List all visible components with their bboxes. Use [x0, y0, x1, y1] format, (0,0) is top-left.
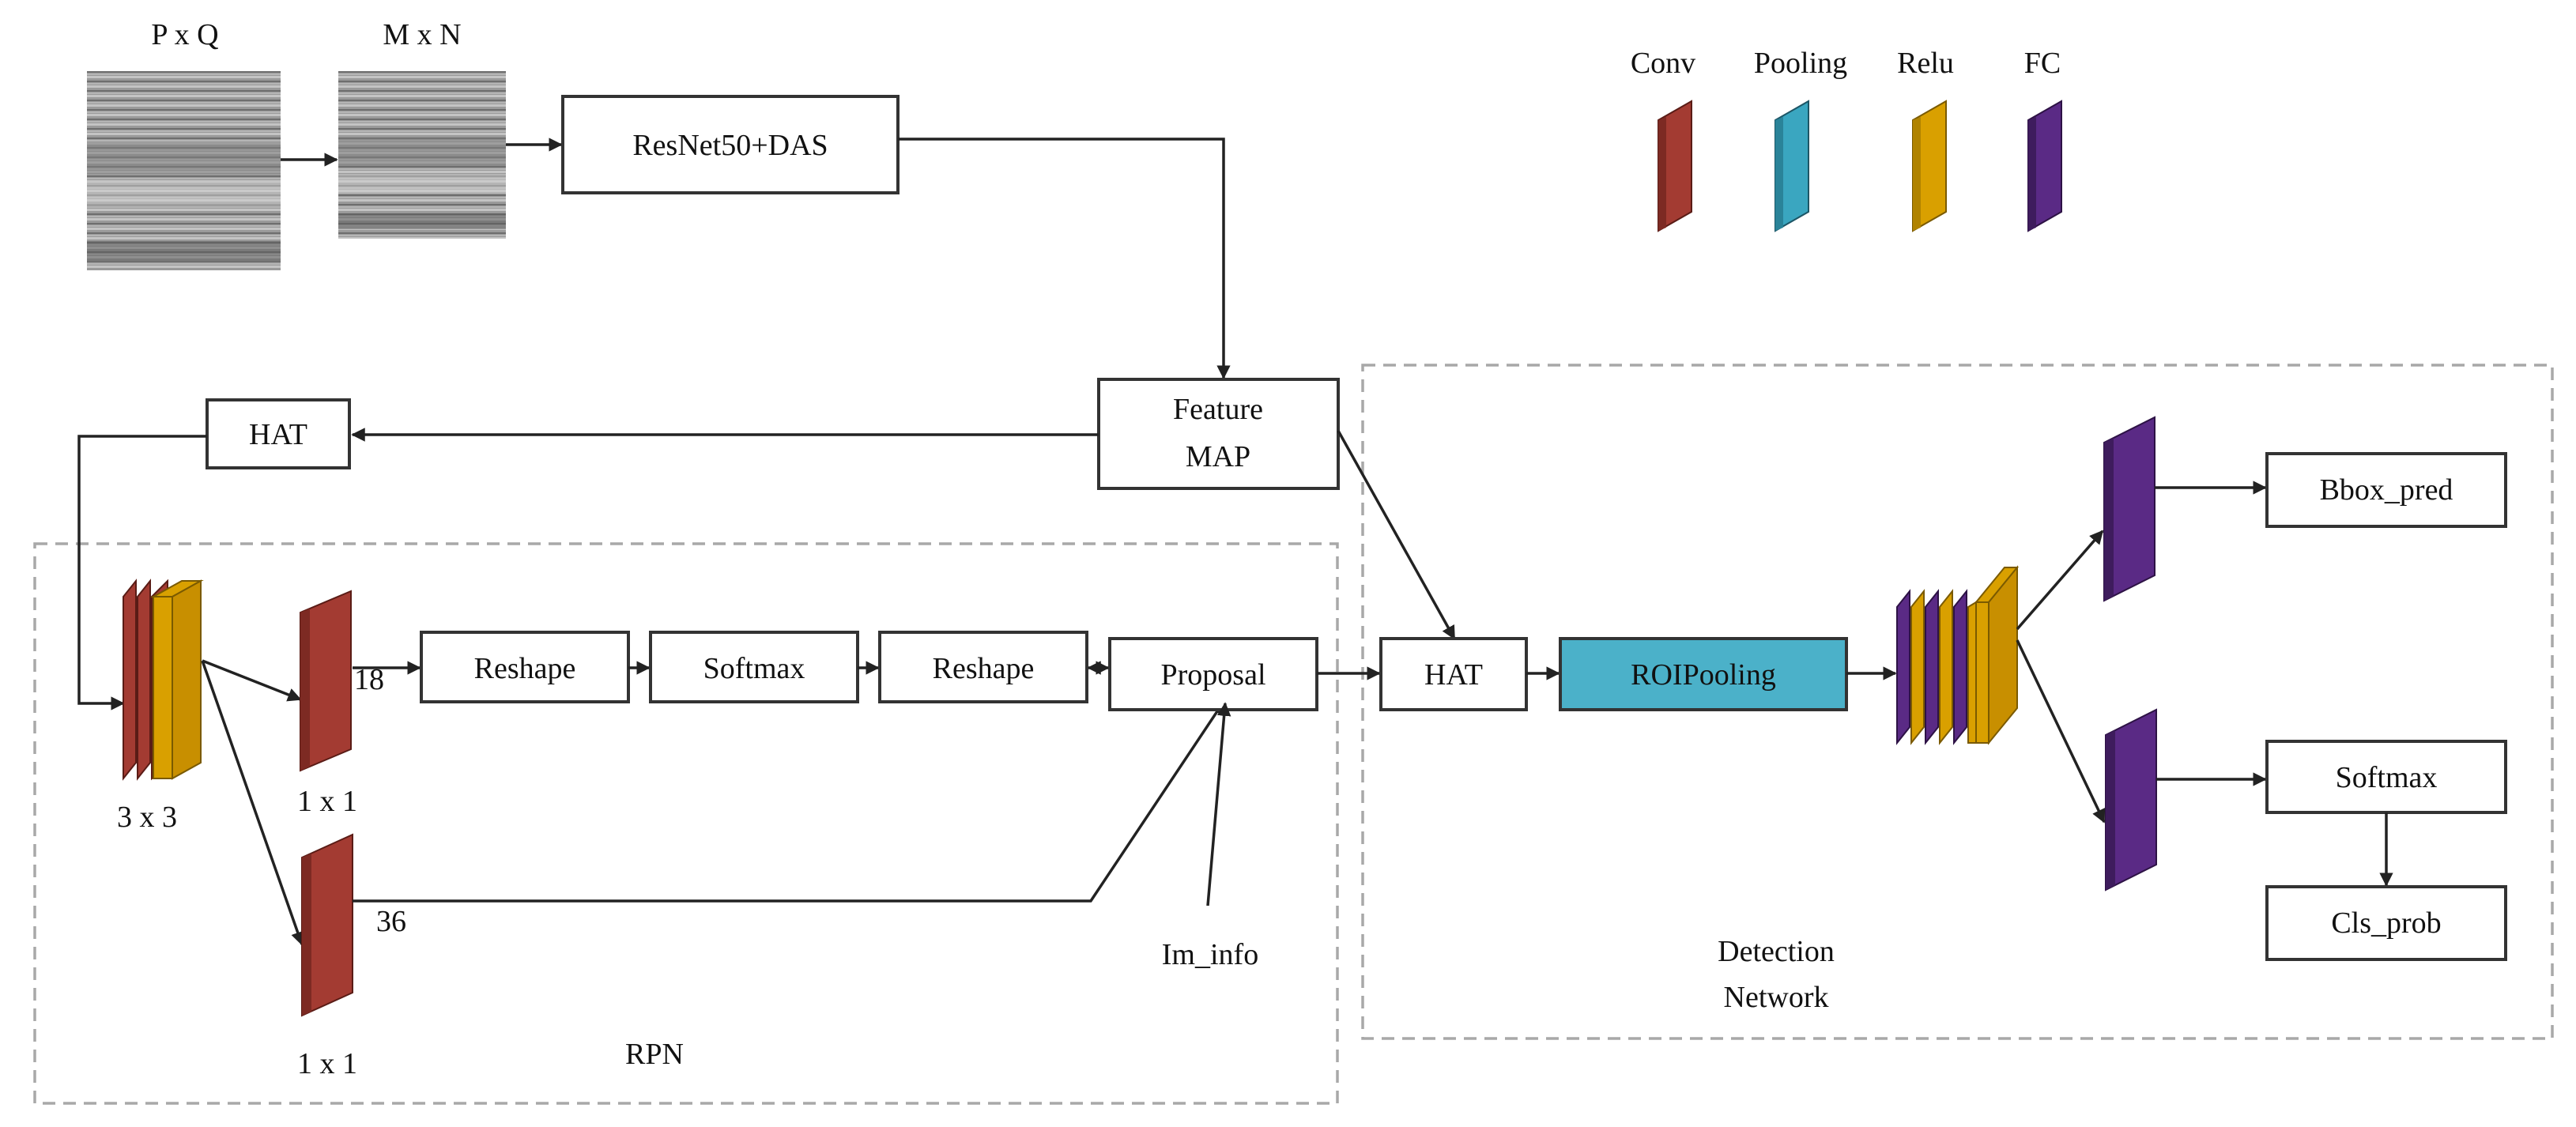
arrow-stack-to-fc-bottom	[2016, 639, 2106, 824]
feature-map-label-line1: Feature	[1173, 393, 1263, 426]
roi-pooling-label: ROIPooling	[1631, 658, 1776, 692]
conv-1x1-a-label: 1 x 1	[297, 785, 357, 818]
hat-mid-box	[1379, 637, 1528, 711]
cls-prob-box	[2265, 885, 2507, 961]
rpn-label: RPN	[625, 1038, 684, 1071]
input-label-right: M x N	[383, 18, 461, 51]
backbone-box	[561, 95, 900, 194]
softmax-det-box	[2265, 740, 2507, 814]
reshape1-label: Reshape	[474, 652, 576, 685]
reshape2-box	[878, 631, 1088, 703]
input-image-pxq	[87, 71, 281, 270]
rpn-region	[33, 542, 1339, 1105]
legend-fc-label: FC	[2024, 47, 2061, 80]
reshape2-label: Reshape	[933, 652, 1035, 685]
im-info-label: Im_info	[1162, 938, 1258, 971]
fc-top	[2103, 416, 2155, 602]
input-label-left: P x Q	[151, 18, 218, 51]
arrow-1x1b-to-proposal	[353, 700, 1225, 903]
detection-network-label-line1: Detection	[1718, 935, 1835, 968]
fc-relu-stack	[1896, 565, 2020, 745]
conv-3x3-label: 3 x 3	[117, 801, 177, 834]
num-36-label: 36	[376, 905, 406, 938]
legend-relu-label: Relu	[1897, 47, 1954, 80]
conv-3x3-block	[123, 579, 204, 781]
hat-top-label: HAT	[249, 418, 307, 451]
conv-1x1-b	[301, 833, 353, 1017]
hat-top-box	[206, 398, 351, 469]
detection-network-region	[1361, 364, 2554, 1040]
legend-conv-swatch	[1658, 100, 1692, 232]
legend-relu-swatch	[1912, 100, 1947, 232]
legend-fc-swatch	[2027, 100, 2062, 232]
arrow-conv-to-1x1a	[202, 659, 302, 702]
cls-prob-label: Cls_prob	[2331, 906, 2441, 940]
backbone-label: ResNet50+DAS	[632, 129, 828, 162]
legend-pooling-label: Pooling	[1754, 47, 1847, 80]
conv-1x1-a	[300, 590, 352, 772]
legend-pooling-swatch	[1775, 100, 1809, 232]
feature-map-label-line2: MAP	[1186, 440, 1250, 473]
conv-1x1-b-label: 1 x 1	[297, 1047, 357, 1080]
hat-mid-label: HAT	[1424, 658, 1483, 692]
input-image-mxn	[338, 71, 506, 239]
bbox-pred-label: Bbox_pred	[2320, 473, 2453, 507]
detection-network-label-line2: Network	[1724, 981, 1829, 1014]
arrow-backbone-to-featuremap	[898, 138, 1231, 379]
legend: Conv Pooling Relu FC	[1631, 47, 2062, 232]
arrow-stack-to-fc-top	[2016, 530, 2104, 631]
feature-map-box	[1097, 378, 1340, 490]
arrow-conv-to-1x1b	[201, 660, 305, 946]
arrow-iminfo-to-proposal	[1206, 702, 1231, 906]
arrow-hat-to-conv	[77, 435, 207, 710]
proposal-label: Proposal	[1161, 658, 1266, 692]
bbox-pred-box	[2265, 452, 2507, 528]
softmax-det-label: Softmax	[2336, 761, 2438, 794]
fc-bottom	[2105, 708, 2157, 891]
softmax-rpn-label: Softmax	[703, 652, 805, 685]
arrow-featuremap-to-hat-mid	[1337, 430, 1456, 640]
legend-conv-label: Conv	[1631, 47, 1695, 80]
